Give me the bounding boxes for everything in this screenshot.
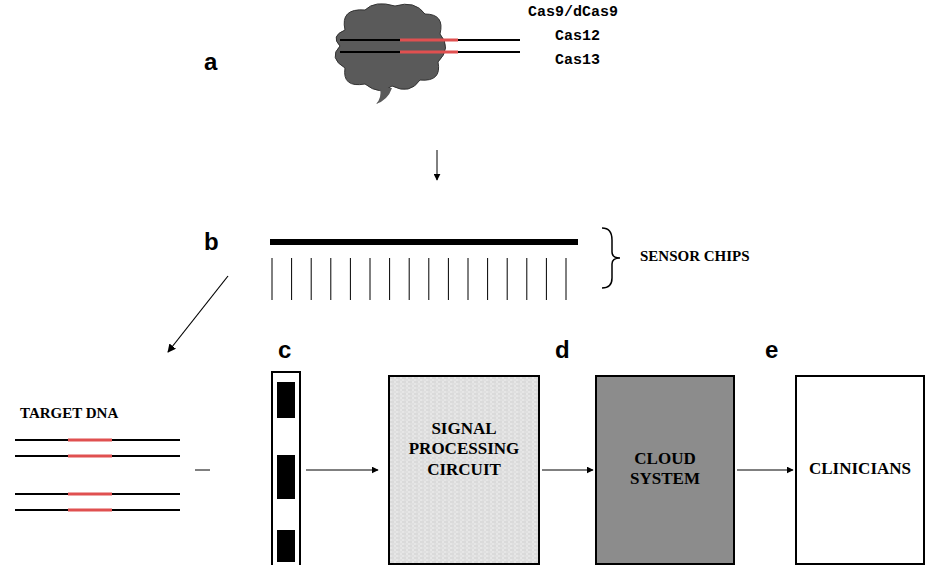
enzyme-label: Cas12 [555,28,600,45]
process-box: SIGNAL PROCESSING CIRCUIT [388,375,540,565]
dna-strand [340,51,520,53]
panel-letter: e [765,336,778,364]
cloud-tail [376,88,392,104]
cloud-box: CLOUD SYSTEM [595,375,735,565]
enzyme-label: Cas13 [555,52,600,69]
box-label: CLOUD SYSTEM [615,449,715,563]
test-strip [272,372,300,565]
sensor-pins [272,258,566,300]
flow-arrow [306,470,378,471]
arrow-connector [737,470,793,471]
panel-letter: b [204,228,219,256]
part-label: SENSOR CHIPS [640,248,750,265]
arrow-connector [542,470,593,471]
target-dna [15,440,180,510]
target-segment [400,39,458,42]
bracket [602,228,620,288]
dna-strand [340,39,520,41]
panel-letter: d [555,336,570,364]
enzyme-label: Cas9/dCas9 [528,4,618,21]
sensor-bar [270,239,578,245]
box-label: SIGNAL PROCESSING CIRCUIT [399,419,529,563]
target-segment [400,51,458,54]
flow-arrow [168,276,228,352]
cloud-shape [335,4,446,91]
flow-arrow [437,150,438,180]
panel-letter: c [278,336,291,364]
panel-letter: a [204,48,217,76]
box-label: CLINICIANS [809,459,911,563]
clinician-box: CLINICIANS [795,375,925,565]
flow-tick [195,470,210,471]
part-label: TARGET DNA [20,405,118,422]
